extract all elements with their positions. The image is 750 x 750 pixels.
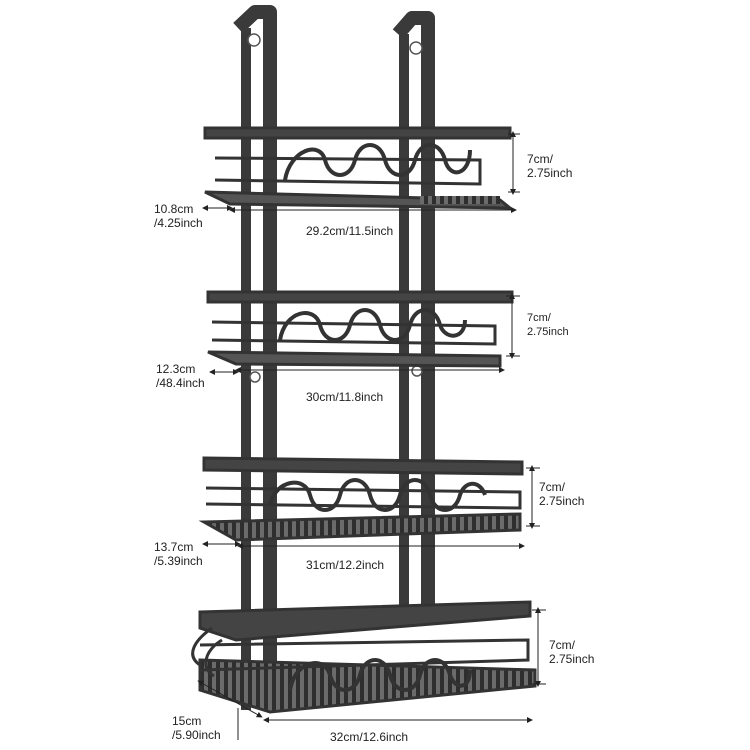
shelf-3-depth-cm: 13.7cm	[154, 540, 194, 554]
dimension-lines	[197, 131, 546, 740]
shelf-1-depth-label: 10.8cm/4.25inch	[154, 202, 203, 230]
shelf-1-width-label: 29.2cm/11.5inch	[306, 224, 394, 238]
shelf-2-depth-in: /48.4inch	[156, 376, 205, 390]
shelf-1-depth-cm: 10.8cm	[154, 202, 194, 216]
shelf-2-depth-cm: 12.3cm	[156, 362, 196, 376]
shelf-4	[191, 600, 537, 714]
shelf-3-depth-in: /5.39inch	[154, 554, 203, 568]
shelf-2-height-label: 7cm/ 2.75inch	[527, 311, 569, 339]
shelf-3-depth-label: 13.7cm/5.39inch	[154, 540, 203, 568]
shelf-3-height-text: 7cm/ 2.75inch	[539, 480, 585, 508]
shelf-1-height-text: 7cm/ 2.75inch	[527, 152, 573, 180]
shelf-1-depth-in: /4.25inch	[154, 216, 203, 230]
shelf-2	[206, 290, 514, 368]
shelf-4-depth-cm: 15cm	[172, 714, 202, 728]
shelf-4-depth-in: /5.90inch	[172, 728, 221, 742]
shelf-4-width-label: 32cm/12.6inch	[330, 730, 409, 744]
shelf-2-width-label: 30cm/11.8inch	[306, 390, 384, 404]
shelf-2-depth-label: 12.3cm/48.4inch	[156, 362, 205, 390]
shelf-1-height-label: 7cm/ 2.75inch	[527, 152, 572, 180]
shelf-2-height-text: 7cm/ 2.75inch	[527, 312, 569, 338]
shelf-3-width-label: 31cm/12.2inch	[306, 558, 385, 572]
shelf-4-depth-label: 15cm/5.90inch	[172, 714, 221, 742]
shelf-3-height-label: 7cm/ 2.75inch	[539, 480, 584, 508]
shelf-4-height-label: 7cm/ 2.75inch	[549, 638, 594, 666]
shelf-4-height-text: 7cm/ 2.75inch	[549, 638, 595, 666]
shelf-3	[198, 456, 524, 542]
